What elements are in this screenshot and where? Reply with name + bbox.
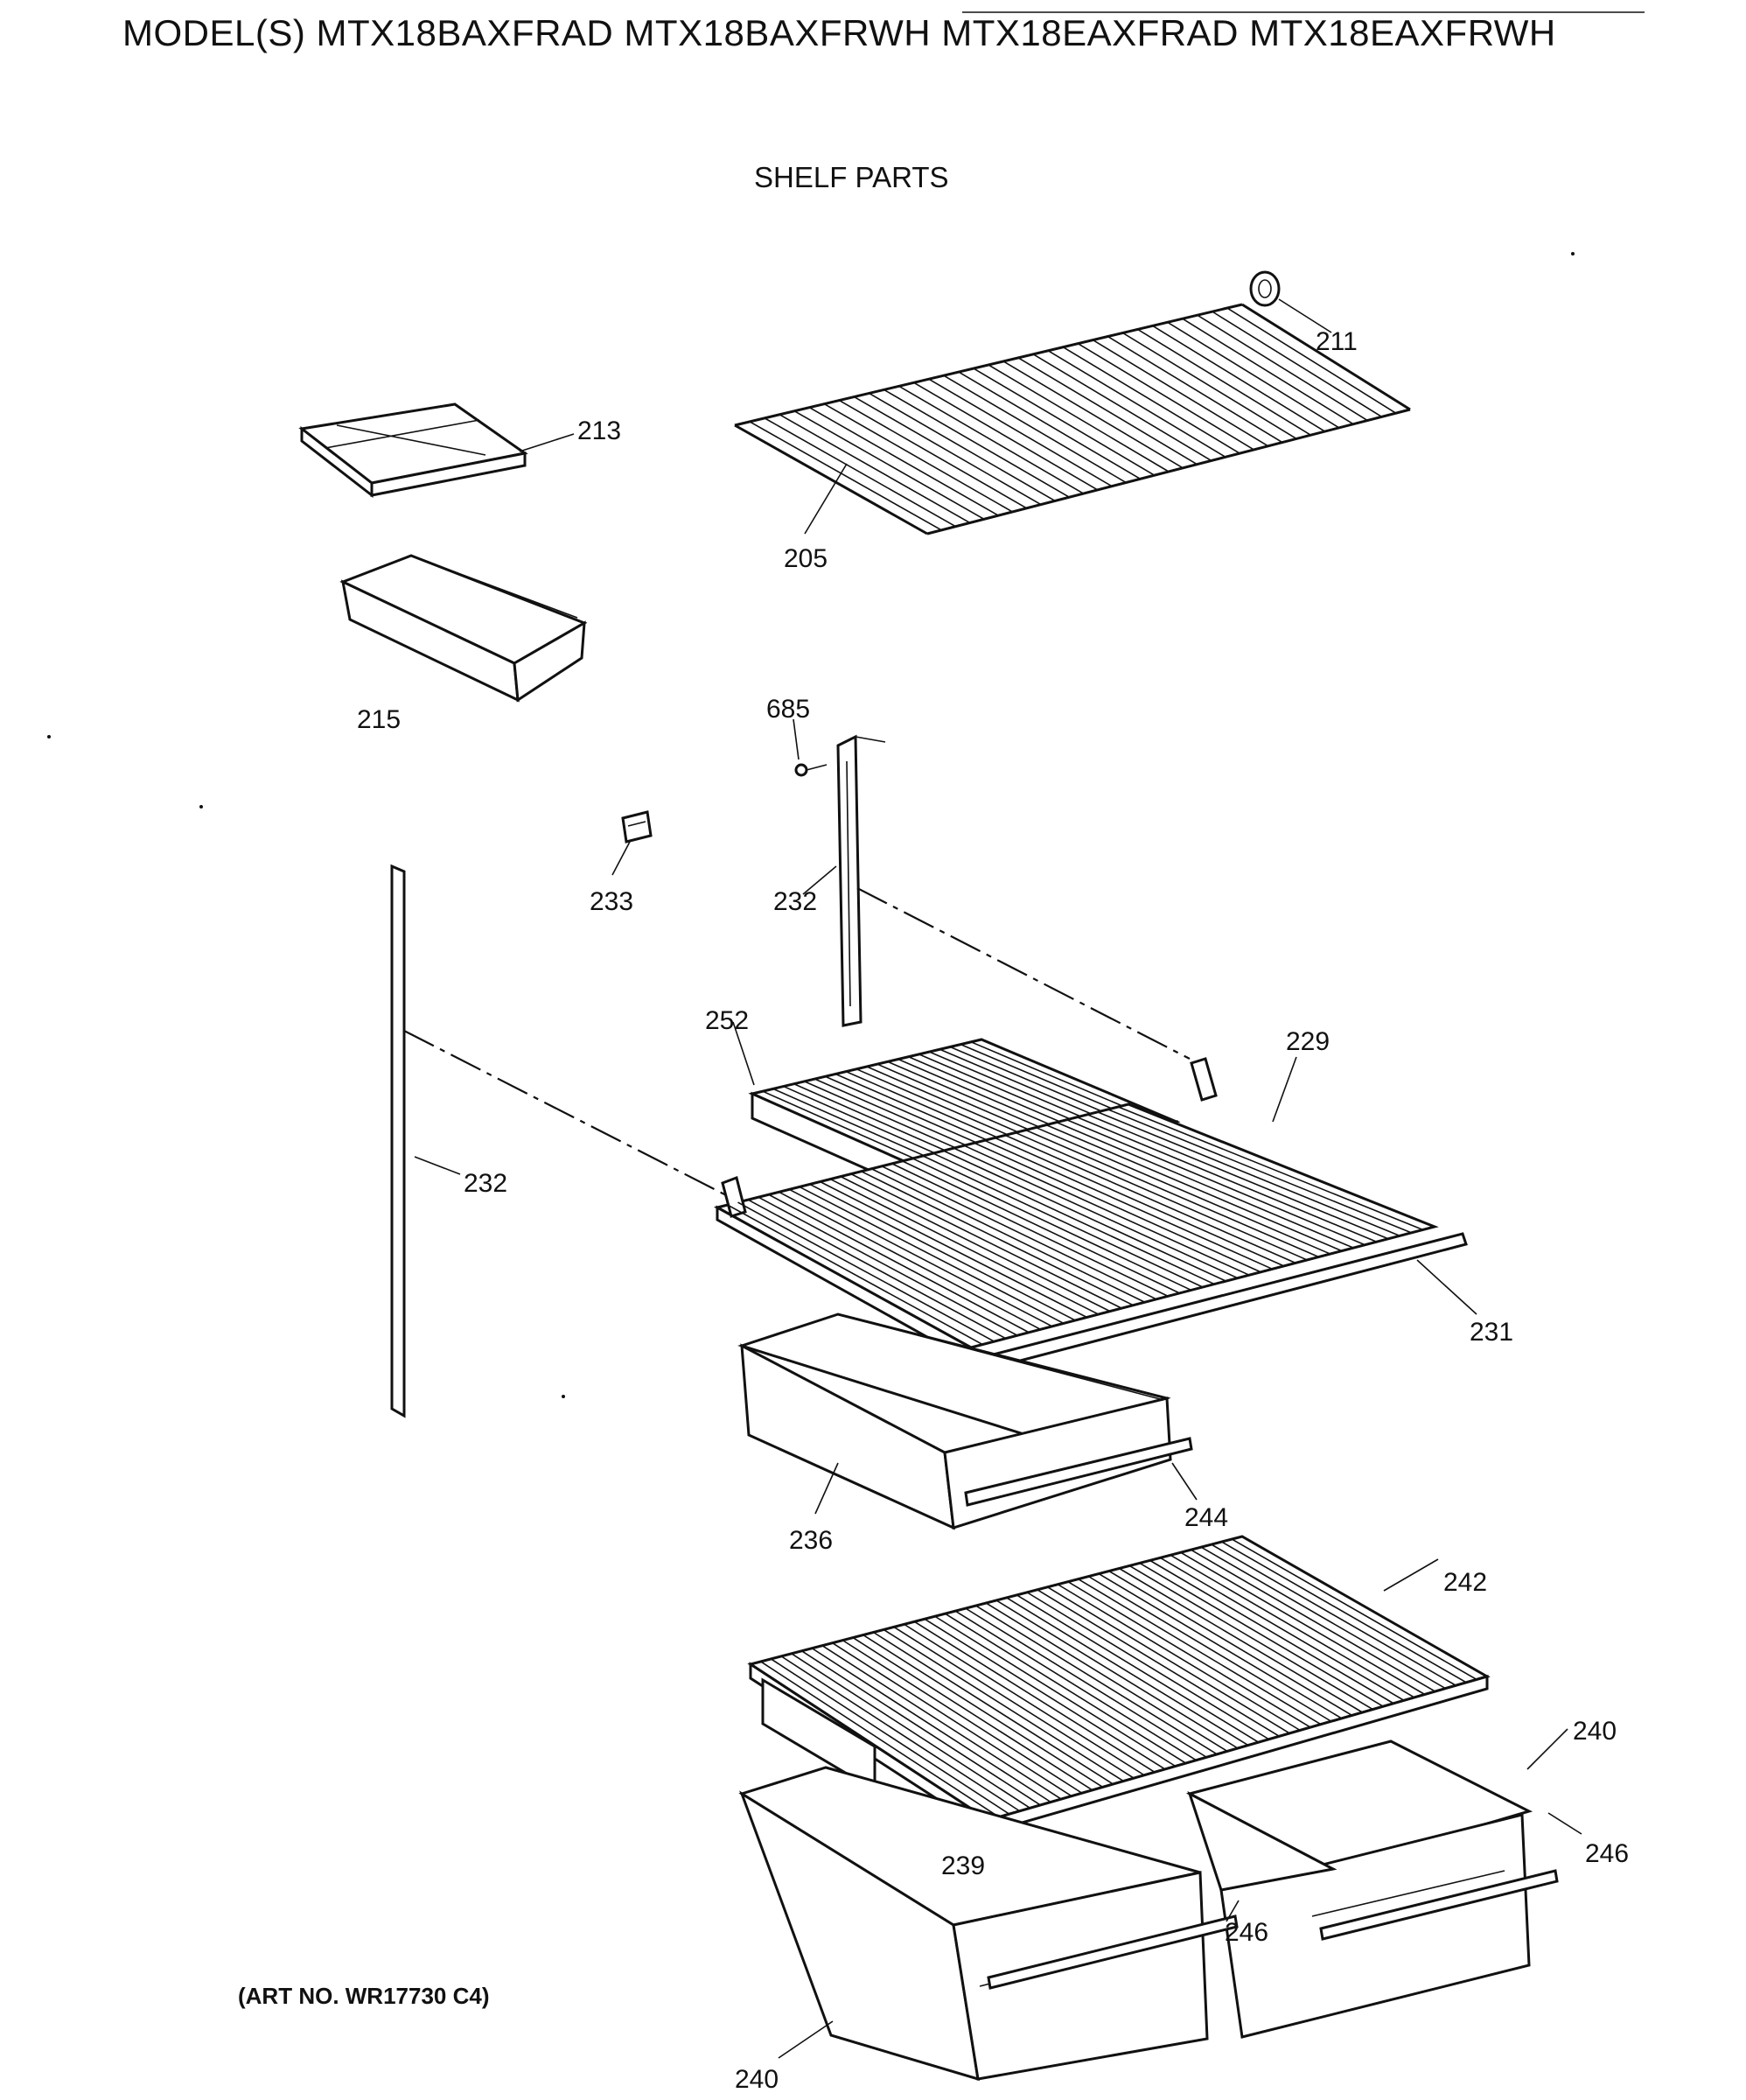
callout-246-left: 246 (1225, 1918, 1268, 1947)
part-244-pan-handle (964, 1437, 1193, 1507)
callout-240-right: 240 (1573, 1717, 1617, 1746)
callout-233: 233 (590, 887, 633, 916)
part-685-screw (794, 763, 828, 777)
callout-205: 205 (784, 544, 828, 573)
art-number: (ART NO. WR17730 C4) (238, 1983, 490, 2009)
callout-685: 685 (766, 695, 810, 724)
callout-211: 211 (1316, 327, 1358, 356)
part-236-pan (737, 1312, 1172, 1530)
callout-215: 215 (357, 705, 401, 734)
part-213-ice-tray (298, 402, 528, 499)
part-242-crisper-cover (747, 1535, 1491, 1835)
part-229-cantilever-shelf (713, 1057, 1439, 1364)
model-title: MODEL(S) MTX18BAXFRAD MTX18BAXFRWH MTX18… (122, 12, 1556, 53)
callout-213: 213 (577, 416, 621, 445)
callout-232-left: 232 (464, 1169, 507, 1198)
part-246-drawer-handle-left (987, 1914, 1239, 1990)
alignment-line-right (856, 887, 1191, 1060)
callout-236: 236 (789, 1526, 833, 1555)
part-211-clip (1249, 270, 1281, 307)
callout-232-right: 232 (773, 887, 817, 916)
callout-242: 242 (1443, 1568, 1487, 1597)
callout-252: 252 (705, 1006, 749, 1035)
part-205-wire-shelf (734, 303, 1411, 536)
callout-231: 231 (1470, 1318, 1513, 1347)
section-title: SHELF PARTS (754, 161, 949, 193)
callout-239: 239 (941, 1852, 985, 1880)
callout-240-left: 240 (735, 2065, 779, 2094)
callout-246-right: 246 (1585, 1839, 1629, 1868)
part-232-support-rail-left (390, 864, 406, 1418)
callout-244: 244 (1184, 1503, 1228, 1532)
alignment-line-left (403, 1030, 737, 1201)
part-232-support-rail-right (836, 734, 886, 1027)
part-215-bin (339, 554, 588, 703)
part-233-clip (621, 810, 653, 844)
part-246-drawer-handle-right (1319, 1869, 1559, 1941)
callout-229: 229 (1286, 1027, 1330, 1056)
part-240-crisper-drawer-left (738, 1766, 1209, 2082)
